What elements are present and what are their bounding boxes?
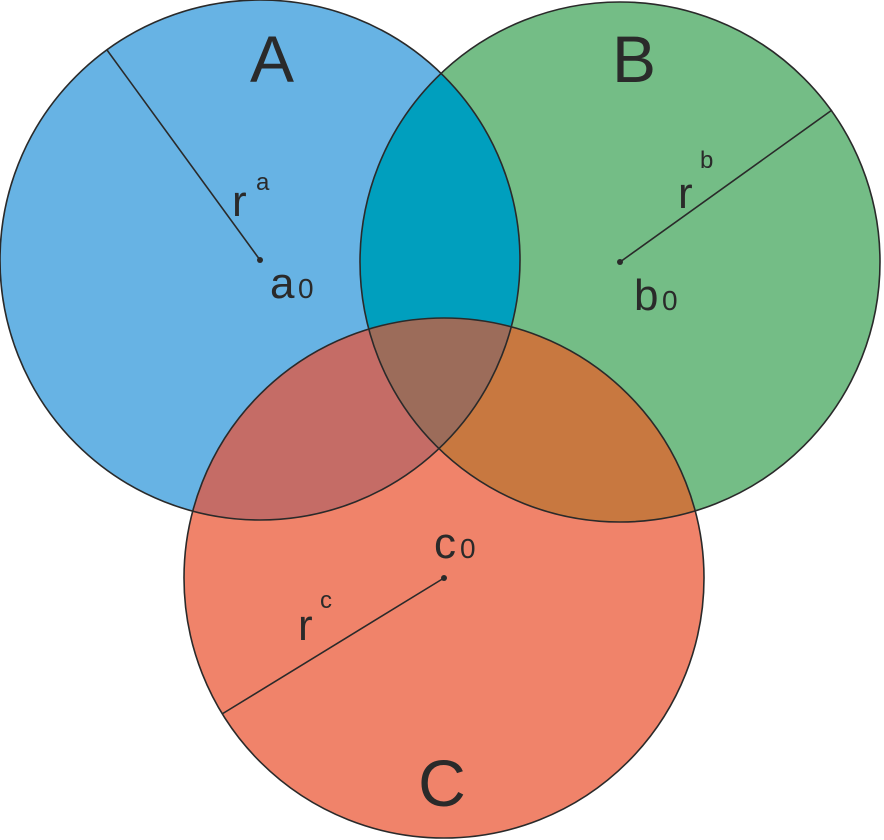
circle-c-name: C	[418, 746, 466, 820]
radius-c-label: r	[298, 601, 313, 650]
radius-a-superscript: a	[256, 169, 270, 196]
radius-a-label: r	[232, 177, 247, 226]
center-a-label: a	[270, 259, 295, 308]
radius-c-superscript: c	[320, 587, 332, 614]
radius-a-line	[106, 49, 261, 261]
radius-b-line	[619, 109, 833, 263]
center-b-label: b	[634, 271, 658, 320]
circle-b-name: B	[612, 22, 656, 96]
center-c-subscript: 0	[460, 533, 476, 564]
center-b-subscript: 0	[662, 285, 678, 316]
circle-c-outline	[183, 317, 705, 839]
overlap-a-c	[184, 318, 520, 520]
circle-a-outline	[0, 0, 521, 521]
radius-b-label: r	[678, 169, 693, 218]
circle-b-outline	[359, 1, 881, 523]
center-a-subscript: 0	[298, 273, 314, 304]
center-a-dot	[257, 257, 263, 263]
circle-a-name: A	[250, 22, 294, 96]
center-b-dot	[617, 259, 623, 265]
center-c-label: c	[434, 519, 456, 568]
overlap-b-c	[360, 318, 704, 522]
radius-c-line	[221, 577, 445, 715]
radius-b-superscript: b	[700, 147, 713, 174]
center-c-dot	[441, 575, 447, 581]
